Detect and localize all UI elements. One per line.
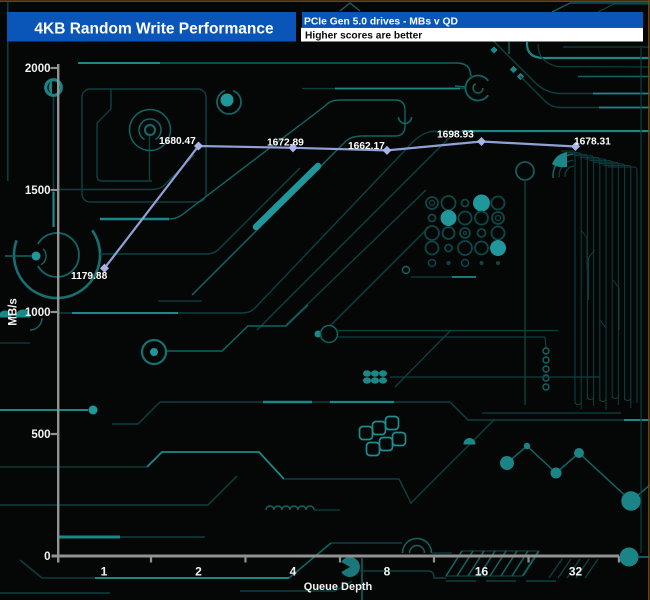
svg-text:1672.89: 1672.89 xyxy=(267,138,304,149)
svg-text:Queue Depth: Queue Depth xyxy=(304,581,373,593)
svg-text:1678.31: 1678.31 xyxy=(574,137,611,148)
svg-text:Higher scores are better: Higher scores are better xyxy=(305,31,422,42)
svg-text:500: 500 xyxy=(31,429,50,441)
svg-text:0: 0 xyxy=(44,551,50,563)
svg-text:2: 2 xyxy=(195,565,202,579)
svg-text:1698.93: 1698.93 xyxy=(437,130,474,141)
svg-text:4KB Random Write Performance: 4KB Random Write Performance xyxy=(34,21,274,38)
svg-text:1: 1 xyxy=(101,565,108,579)
svg-text:MB/s: MB/s xyxy=(8,298,20,325)
svg-text:8: 8 xyxy=(384,565,391,579)
svg-text:1680.47: 1680.47 xyxy=(159,136,196,147)
svg-text:4: 4 xyxy=(290,565,297,579)
svg-text:2000: 2000 xyxy=(25,63,51,75)
svg-text:16: 16 xyxy=(475,565,489,579)
svg-text:1500: 1500 xyxy=(25,185,51,197)
svg-text:1000: 1000 xyxy=(25,307,51,319)
svg-text:32: 32 xyxy=(569,565,583,579)
svg-text:1179.88: 1179.88 xyxy=(71,271,108,282)
svg-text:PCIe Gen 5.0 drives - MBs v QD: PCIe Gen 5.0 drives - MBs v QD xyxy=(304,17,458,28)
svg-text:1662.17: 1662.17 xyxy=(348,141,385,152)
